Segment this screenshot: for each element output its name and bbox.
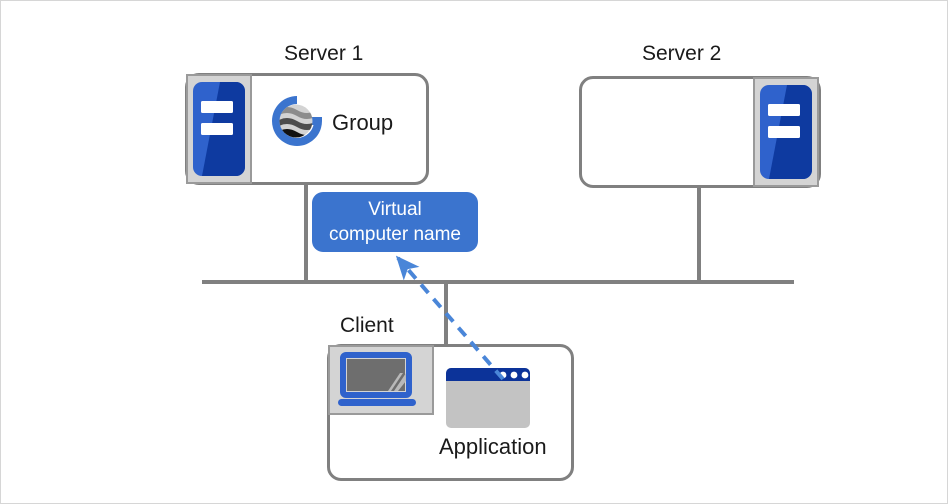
server1-icon-panel <box>186 74 252 184</box>
laptop-icon <box>338 352 416 406</box>
client-icon-panel <box>328 345 434 415</box>
server1-label: Server 1 <box>284 42 364 65</box>
server2-label: Server 2 <box>642 42 722 65</box>
server-icon <box>760 85 812 179</box>
server-icon <box>193 82 245 176</box>
application-to-virtual-name-arrow <box>395 255 505 381</box>
virtual-computer-name-badge[interactable]: Virtual computer name <box>312 192 478 252</box>
app-window-icon[interactable] <box>445 367 531 429</box>
server2-icon-panel <box>753 77 819 187</box>
application-label: Application <box>439 434 547 459</box>
virtual-computer-name-line1: Virtual <box>368 199 422 220</box>
virtual-computer-name-line2: computer name <box>328 224 461 245</box>
group-label: Group <box>332 110 394 135</box>
globe-g-logo-icon <box>272 96 322 146</box>
client-label: Client <box>340 314 394 337</box>
